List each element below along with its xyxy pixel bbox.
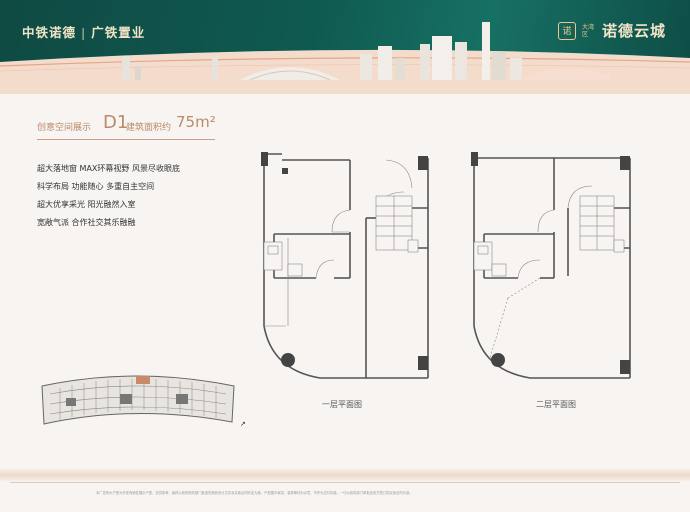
project-logo-block: 诺 大湾区 诺德云城: [557, 20, 666, 41]
header-banner: 中铁诺德 | 广铁置业 诺 大湾区 诺德云城: [0, 0, 690, 94]
floor2-label: 二层平面图: [536, 400, 576, 409]
unit-code: D1: [103, 112, 129, 133]
floor2-plan: [471, 152, 631, 379]
unit-title: 创意空间展示 D1 建筑面积约 75m²: [37, 112, 217, 138]
feature-list: 超大落地窗 MAX环幕视野 风景尽收眼底 科学布局 功能随心 多重自主空间 超大…: [37, 164, 180, 236]
brand-separator: |: [81, 25, 87, 40]
floor1-plan: [261, 152, 429, 379]
building-key-plan: ↗: [41, 375, 246, 428]
title-divider: [37, 139, 215, 140]
feature-item: 宽敞气派 合作社交其乐融融: [37, 218, 136, 227]
developer-brand: 中铁诺德 | 广铁置业: [22, 22, 145, 41]
footer-band: [0, 468, 690, 482]
area-label: 建筑面积约: [126, 123, 172, 133]
footer-divider: [10, 482, 680, 483]
svg-text:↗: ↗: [240, 420, 246, 428]
city-skyline-illustration: [0, 22, 690, 94]
feature-item: 超大落地窗 MAX环幕视野 风景尽收眼底: [37, 164, 180, 173]
brand-left: 中铁诺德: [22, 25, 77, 40]
section-label: 创意空间展示: [37, 123, 92, 133]
area-value: 75m²: [176, 113, 216, 131]
project-logo-icon: 诺: [557, 21, 576, 40]
floor1-label: 一层平面图: [322, 400, 362, 409]
feature-item: 科学布局 功能随心 多重自主空间: [37, 182, 155, 191]
disclaimer-text: 本广告所示户型为开发商销售展示户型，仅供参考，最终以政府相关部门批准的规划设计文…: [96, 491, 413, 495]
project-district: 大湾区: [581, 23, 594, 38]
project-name: 诺德云城: [601, 22, 666, 40]
feature-item: 超大优享采光 阳光融然入室: [37, 200, 136, 209]
brand-right: 广铁置业: [91, 25, 146, 40]
